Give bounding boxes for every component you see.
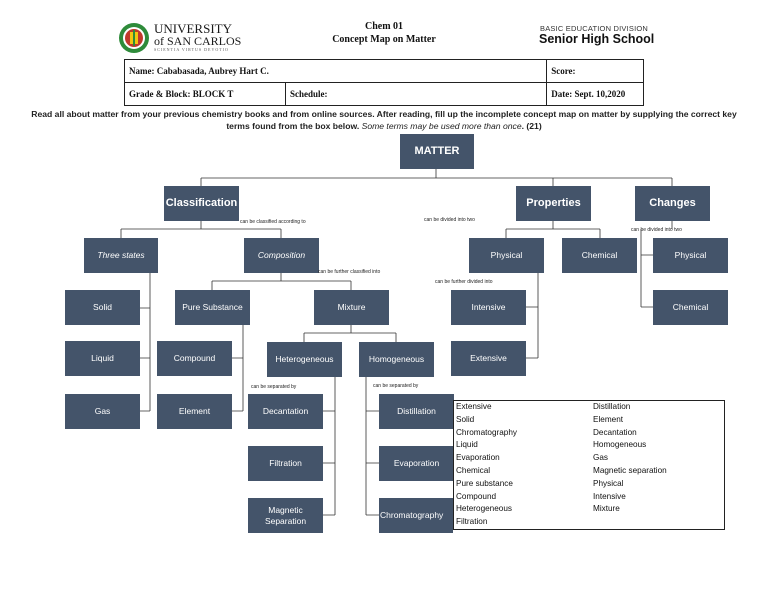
date-cell: Date: Sept. 10,2020 xyxy=(546,82,644,106)
key-term: Mixture xyxy=(593,504,620,514)
node-filtration: Filtration xyxy=(248,446,323,481)
key-term: Extensive xyxy=(456,402,492,411)
node-decantation: Decantation xyxy=(248,394,323,429)
node-three-states: Three states xyxy=(84,238,158,273)
node-changes: Changes xyxy=(635,186,710,221)
instructions-points: . (21) xyxy=(521,121,542,131)
key-term: Element xyxy=(593,414,624,424)
key-term: Liquid xyxy=(456,440,478,450)
instructions: Read all about matter from your previous… xyxy=(20,108,748,132)
grade-block-cell: Grade & Block: BLOCK T xyxy=(124,82,286,106)
node-distillation: Distillation xyxy=(379,394,454,429)
key-term: Filtration xyxy=(456,517,488,527)
label-classified-according: can be classified according to xyxy=(240,219,306,225)
node-matter: MATTER xyxy=(400,134,474,169)
node-liquid: Liquid xyxy=(65,341,140,376)
label-divided-two-changes: can be divided into two xyxy=(631,227,682,233)
university-name: UNIVERSITY of SAN CARLOS SCIENTIA VIRTUS… xyxy=(154,21,242,53)
key-term: Intensive xyxy=(593,491,626,501)
worksheet-title: Chem 01 Concept Map on Matter xyxy=(300,20,468,46)
university-line1: UNIVERSITY xyxy=(154,21,232,36)
key-term: Physical xyxy=(593,478,624,488)
node-property-physical: Physical xyxy=(469,238,544,273)
node-property-chemical: Chemical xyxy=(562,238,637,273)
school-label: Senior High School xyxy=(539,32,655,46)
key-term: Heterogeneous xyxy=(456,504,512,514)
node-evaporation: Evaporation xyxy=(379,446,454,481)
key-term: Gas xyxy=(593,453,609,463)
university-motto: SCIENTIA VIRTUS DEVOTIO xyxy=(154,47,229,52)
university-line2: of SAN CARLOS xyxy=(154,34,242,48)
node-mixture: Mixture xyxy=(314,290,389,325)
node-element: Element xyxy=(157,394,232,429)
node-heterogeneous: Heterogeneous xyxy=(267,342,342,377)
course-code: Chem 01 xyxy=(364,21,404,32)
node-chromatography: Chromatography xyxy=(379,498,453,533)
label-further-divided: can be further divided into xyxy=(435,279,493,285)
key-term: Chemical xyxy=(456,465,491,475)
label-divided-two-properties: can be divided into two xyxy=(424,217,475,223)
node-composition: Composition xyxy=(244,238,319,273)
node-gas: Gas xyxy=(65,394,140,429)
key-term: Pure substance xyxy=(456,478,513,488)
key-term: Decantation xyxy=(593,427,637,437)
instructions-main: Read all about matter from your previous… xyxy=(31,109,737,131)
node-homogeneous: Homogeneous xyxy=(359,342,434,377)
node-change-chemical: Chemical xyxy=(653,290,728,325)
key-term: Solid xyxy=(456,414,475,424)
node-compound: Compound xyxy=(157,341,232,376)
worksheet-name: Concept Map on Matter xyxy=(332,34,436,45)
node-intensive: Intensive xyxy=(451,290,526,325)
key-term: Magnetic separation xyxy=(593,465,667,475)
key-term: Distillation xyxy=(593,402,631,411)
node-classification: Classification xyxy=(164,186,239,221)
division-label: BASIC EDUCATION DIVISION xyxy=(540,24,649,33)
key-term: Chromatography xyxy=(456,427,517,437)
node-extensive: Extensive xyxy=(451,341,526,376)
label-separated-heterogeneous: can be separated by xyxy=(251,384,297,390)
schedule-cell: Schedule: xyxy=(284,82,548,106)
node-change-physical: Physical xyxy=(653,238,728,273)
label-separated-homogeneous: can be separated by xyxy=(373,383,419,389)
student-info-table: Name: Cababasada, Aubrey Hart C. Score: … xyxy=(123,59,644,106)
university-seal-icon xyxy=(119,23,149,53)
key-terms-box xyxy=(453,400,725,530)
node-solid: Solid xyxy=(65,290,140,325)
key-term: Compound xyxy=(456,491,497,501)
instructions-note: Some terms may be used more than once xyxy=(361,121,522,131)
node-pure-substance: Pure Substance xyxy=(175,290,250,325)
node-properties: Properties xyxy=(516,186,591,221)
key-term: Homogeneous xyxy=(593,440,647,450)
label-further-classified: can be further classified into xyxy=(318,269,381,275)
node-magnetic-separation: Magnetic Separation xyxy=(248,498,323,533)
key-term: Evaporation xyxy=(456,453,500,463)
